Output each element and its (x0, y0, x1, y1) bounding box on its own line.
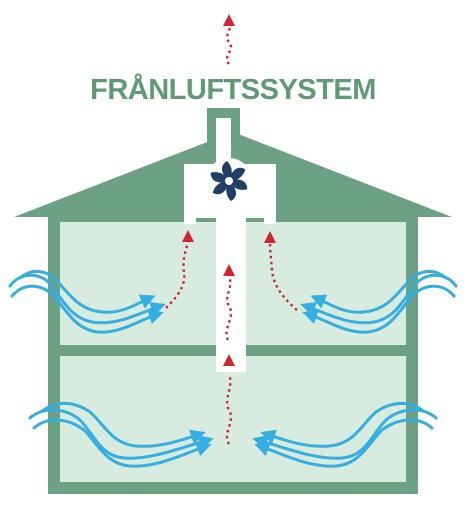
upper-right-exhaust-path (264, 231, 298, 311)
lower-floor-room (60, 356, 406, 482)
exhaust-arrow-icon (264, 231, 276, 243)
duct-lower-exhaust-path (223, 354, 235, 445)
airflow-stream-icon (300, 270, 458, 334)
duct-upper-exhaust-path (223, 264, 235, 341)
airflow-stream-icon (28, 402, 214, 468)
exhaust-arrow-icon (223, 264, 235, 276)
exhaust-outlet-path (223, 14, 235, 65)
airflow-stream-icon (8, 270, 166, 334)
upper-left-exhaust-path (165, 230, 194, 309)
exhaust-arrow-icon (223, 354, 235, 366)
airflow-stream-icon (252, 402, 438, 468)
exhaust-arrow-icon (223, 14, 235, 26)
diagram-title: FRÅNLUFTSSYSTEM (90, 73, 376, 106)
fan-icon (206, 158, 252, 204)
exhaust-arrow-icon (182, 230, 194, 242)
